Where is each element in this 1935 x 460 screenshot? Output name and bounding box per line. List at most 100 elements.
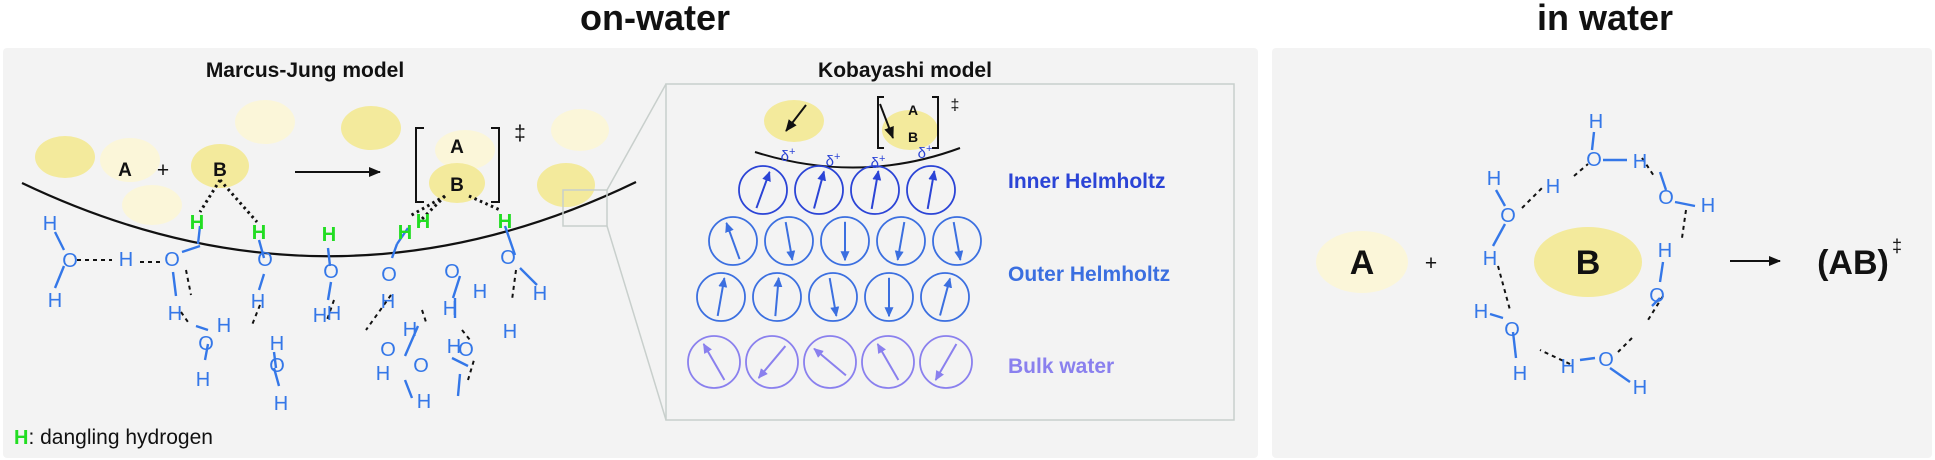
atom-o: O (1649, 285, 1665, 307)
dipole-arrow (876, 343, 900, 381)
atom-h: H (217, 315, 231, 337)
svg-text:δ+: δ+ (781, 146, 796, 165)
on-water-heading: on-water (580, 0, 730, 38)
delta-sign: + (879, 153, 885, 165)
in-water-plus: + (1425, 252, 1437, 275)
atom-o: O (62, 250, 78, 272)
kobayashi-ts-a: A (908, 102, 918, 118)
bulk-water-molecule (919, 335, 973, 389)
delta-symbol: δ (826, 153, 834, 170)
atom-h: H (1633, 151, 1647, 173)
outer-helmholtz-molecule (696, 272, 746, 322)
atom-h: H (1483, 248, 1497, 270)
dangling-h: H (322, 224, 336, 246)
atom-h: H (473, 281, 487, 303)
atom-o: O (1598, 349, 1614, 371)
outer-helmholtz-molecule (752, 272, 802, 322)
atom-h: H (1589, 111, 1603, 133)
dipole-arrow (757, 345, 787, 379)
atom-h: H (381, 291, 395, 313)
outer-helmholtz-molecule (876, 216, 926, 266)
dipole-arrow (784, 221, 796, 261)
atom-h: H (417, 391, 431, 413)
kobayashi-ts-b: B (908, 129, 918, 145)
legend-text: : dangling hydrogen (28, 426, 212, 449)
outer-helmholtz-molecule (864, 272, 914, 322)
water-atoms: H O H H O H O H H O H H H O H O H H O H … (43, 213, 547, 415)
mj-reactant-b: B (213, 160, 227, 181)
atom-h: H (196, 369, 210, 391)
dipole-arrow (894, 221, 906, 261)
atom-o: O (1504, 319, 1520, 341)
atom-o: O (164, 249, 180, 271)
atom-h: H (1561, 356, 1575, 378)
outer-helmholtz-molecule (808, 272, 858, 322)
mj-reactant-a: A (118, 160, 132, 181)
dipole-arrow (716, 277, 728, 317)
atom-o: O (257, 249, 273, 271)
water-bonds (53, 225, 538, 399)
zoom-connector (606, 83, 667, 191)
water-dipole-grid (687, 165, 982, 389)
dangling-h: H (252, 222, 266, 244)
inner-helmholtz-molecule (794, 165, 844, 215)
atom-h: H (274, 393, 288, 415)
dipole-arrow (828, 277, 840, 317)
mj-ts-b: B (450, 175, 464, 196)
dipole-arrow (773, 276, 783, 317)
atom-h: H (443, 298, 457, 320)
atom-o: O (198, 333, 214, 355)
atom-o: O (1500, 205, 1516, 227)
atom-h: H (168, 303, 182, 325)
atom-h: H (313, 305, 327, 327)
atom-h: H (1658, 240, 1672, 262)
atom-o: O (500, 247, 516, 269)
outer-helmholtz-molecule (932, 216, 982, 266)
kobayashi-inset (665, 83, 1235, 421)
atom-o: O (413, 355, 429, 377)
cage-water-bonds (1489, 131, 1696, 383)
dangling-hydrogens: H H H H H H (190, 211, 512, 246)
bulk-water-label: Bulk water (1008, 355, 1114, 378)
dipole-arrow (702, 343, 726, 381)
inner-helmholtz-label: Inner Helmholtz (1008, 170, 1166, 193)
delta-symbol: δ (781, 148, 789, 165)
dangling-h: H (398, 222, 412, 244)
dipole-arrow (926, 170, 938, 210)
svg-text:δ+: δ+ (918, 143, 933, 162)
atom-h: H (503, 321, 517, 343)
in-water-reactant-a: A (1350, 244, 1375, 282)
zoom-region (562, 189, 608, 227)
dipole-arrow (755, 171, 771, 209)
dangling-hydrogen-bonds (198, 179, 501, 224)
outer-helmholtz-molecule (820, 216, 870, 266)
in-water-heading: in water (1537, 0, 1673, 38)
atom-o: O (380, 339, 396, 361)
kobayashi-ts-blob (882, 110, 938, 150)
dangling-h: H (498, 211, 512, 233)
kobayashi-surface-curve (754, 147, 961, 169)
dangling-h: H (416, 211, 430, 233)
outer-helmholtz-molecule (920, 272, 970, 322)
dipole-arrow (813, 347, 847, 377)
atom-h: H (1474, 301, 1488, 323)
dipole-arrow (934, 343, 958, 381)
delta-symbol: δ (871, 155, 879, 172)
atom-h: H (1513, 363, 1527, 385)
cage-water-atoms: H O H H H O H O H H O H O H H O H (1474, 111, 1715, 399)
atom-o: O (444, 261, 460, 283)
hydrogen-bond-network (77, 259, 517, 381)
atom-h: H (43, 213, 57, 235)
outer-helmholtz-molecule (764, 216, 814, 266)
atom-o: O (1658, 187, 1674, 209)
dipole-arrow (725, 222, 741, 260)
atom-h: H (251, 291, 265, 313)
kobayashi-ts-dagger: ‡ (951, 97, 960, 114)
atom-h: H (1633, 377, 1647, 399)
in-water-product-dagger: ‡ (1892, 236, 1902, 256)
atom-h: H (533, 283, 547, 305)
kobayashi-ts-brackets (877, 96, 939, 149)
atom-h: H (376, 363, 390, 385)
atom-h: H (270, 333, 284, 355)
